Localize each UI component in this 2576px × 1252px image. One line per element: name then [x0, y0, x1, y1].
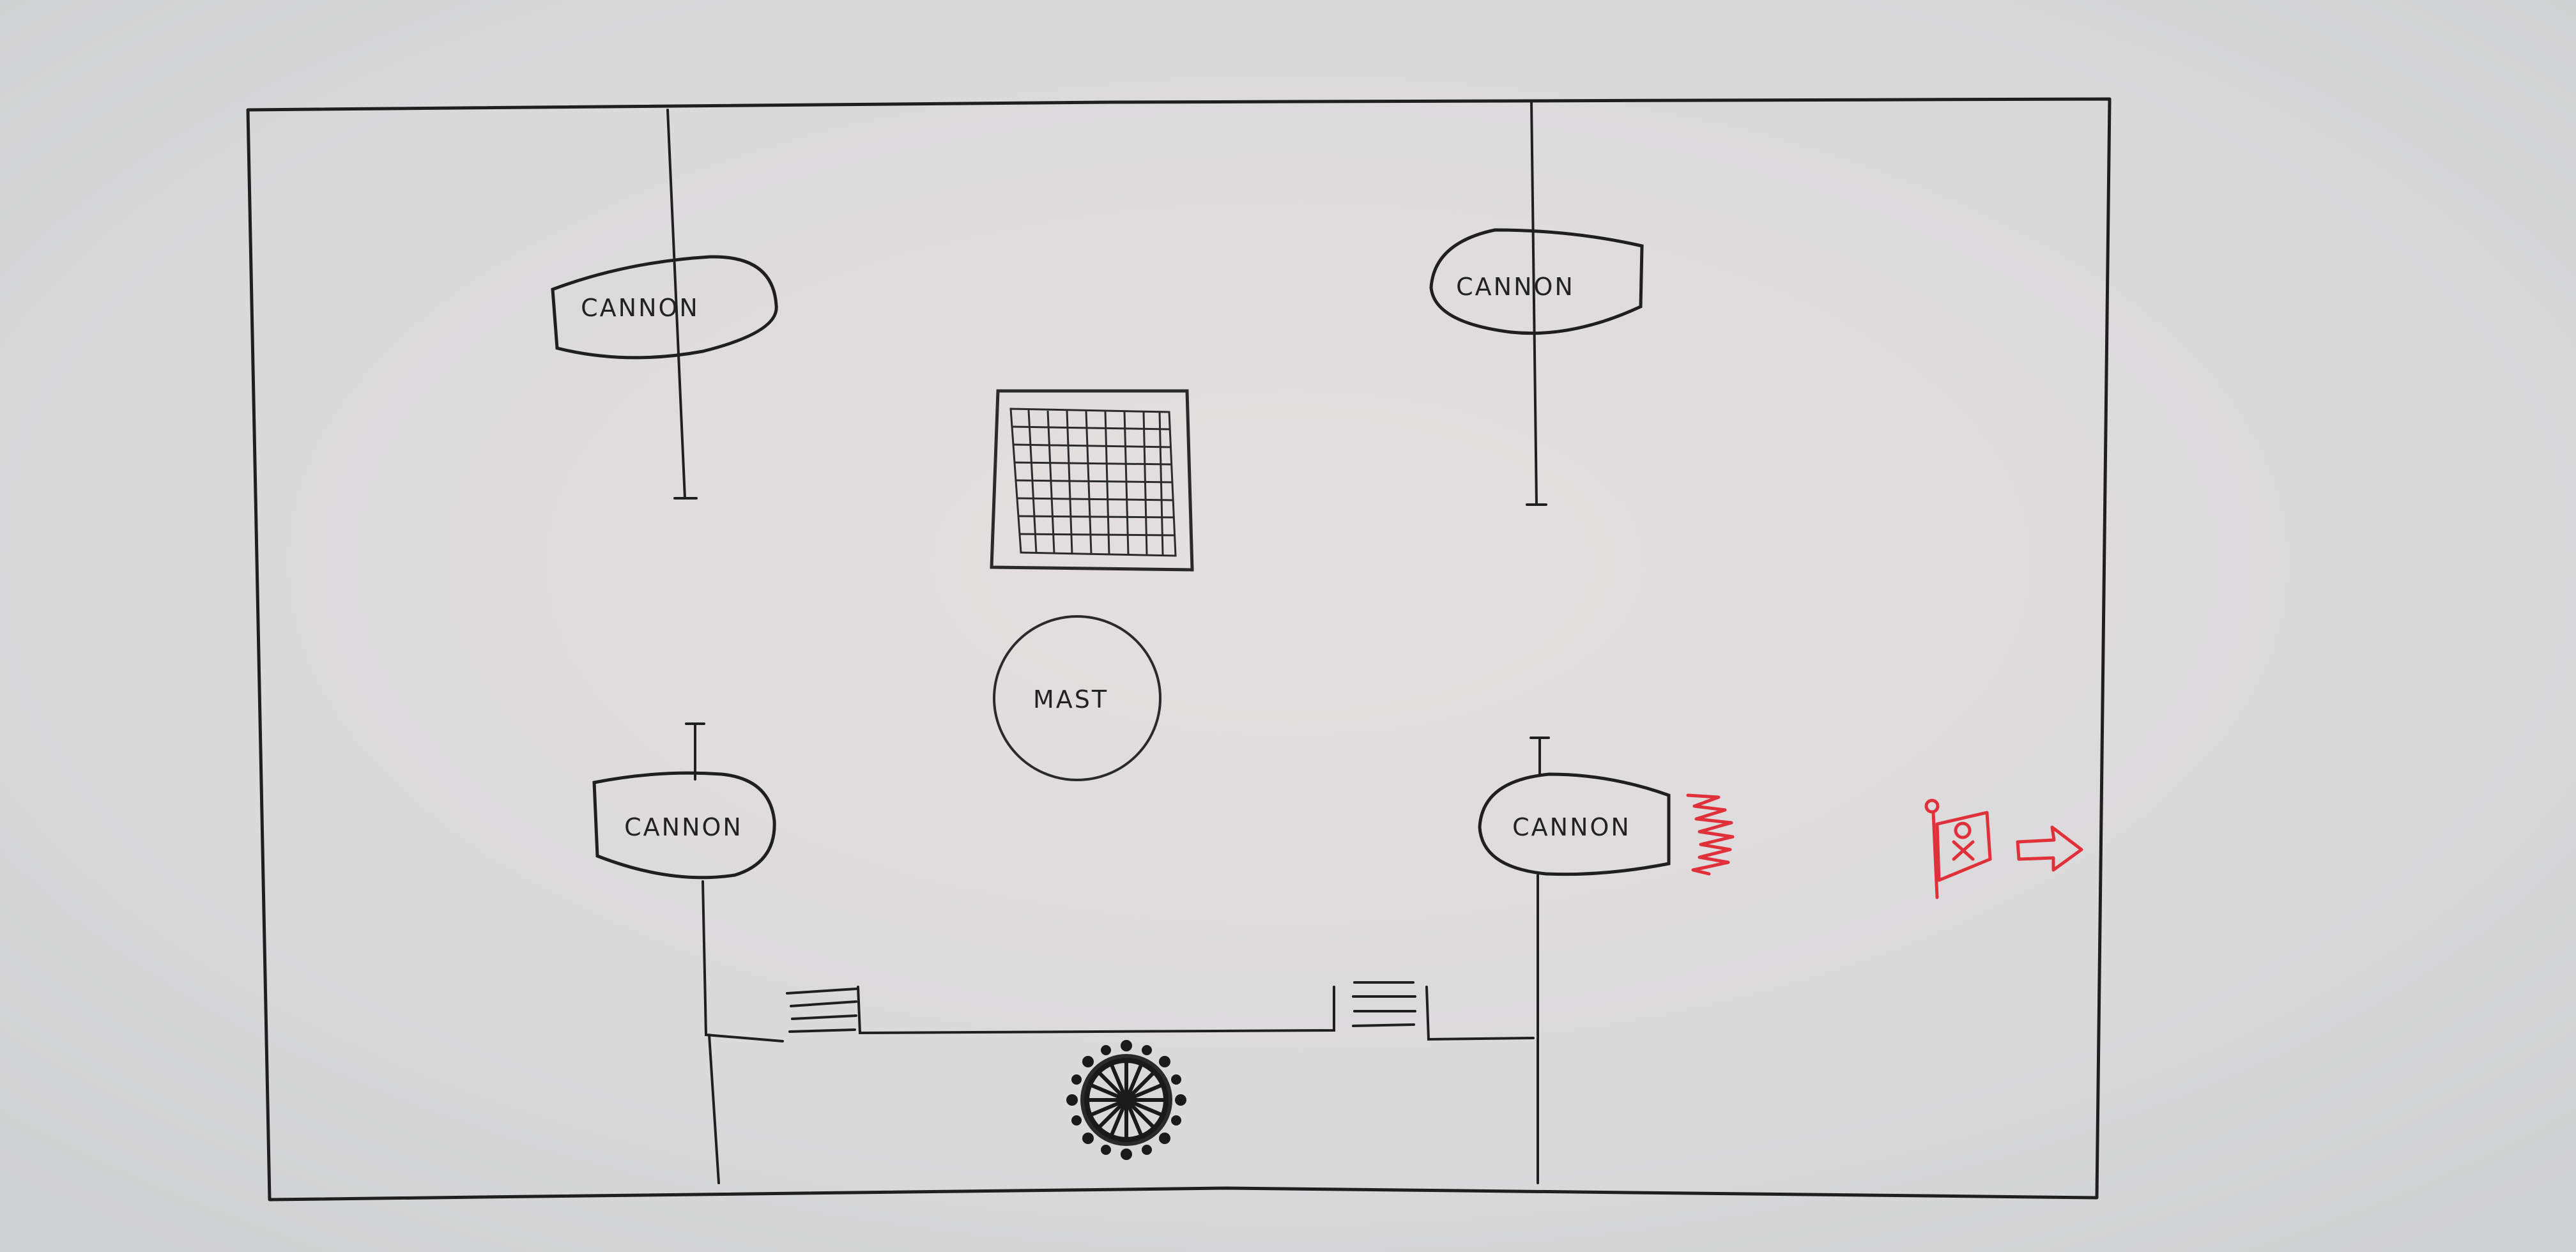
cannon-label: CANNON [624, 813, 743, 841]
cannon-label: CANNON [1456, 273, 1575, 301]
cannon-label: CANNON [581, 294, 700, 322]
cannon-label: CANNON [1512, 813, 1631, 841]
mast-label: MAST [1033, 685, 1108, 714]
ship-wheel-icon [1066, 1040, 1186, 1160]
